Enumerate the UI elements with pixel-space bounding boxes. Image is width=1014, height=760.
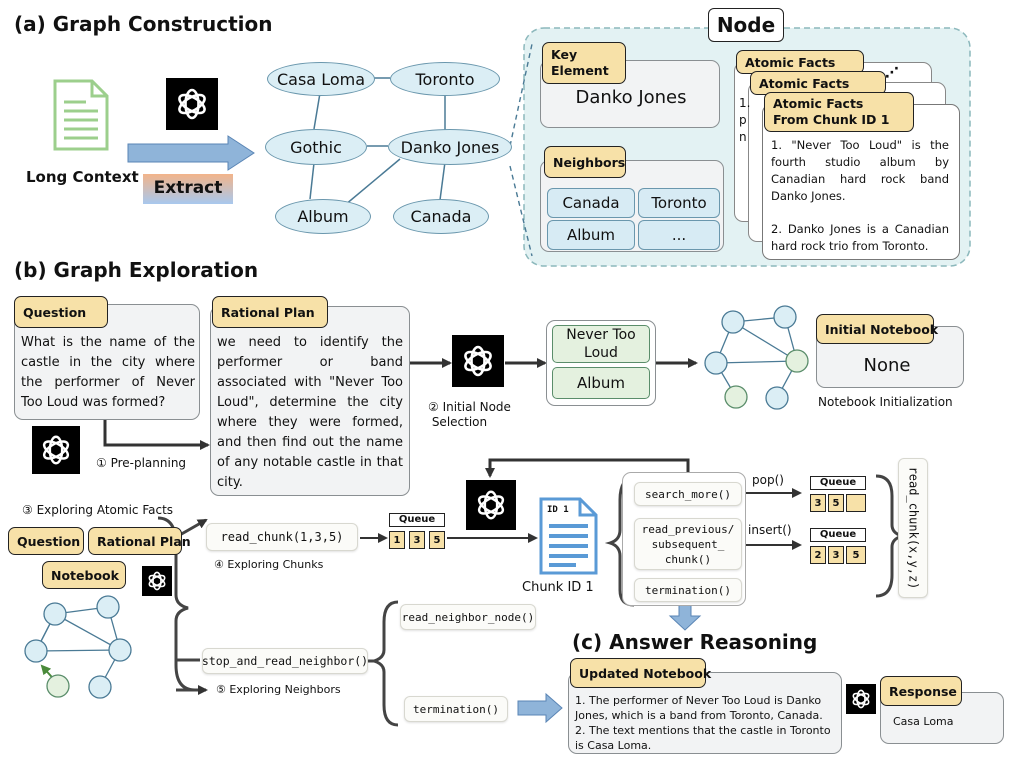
neighbor-canada: Canada [547, 188, 635, 218]
queue3-cell-2: 3 [828, 546, 844, 564]
updated-notebook-text: 1. The performer of Never Too Loud is Da… [575, 694, 831, 752]
rational-plan-text: we need to identify the performer or ban… [217, 335, 403, 490]
key-element-label: Key Element [542, 42, 626, 84]
read-neighbor-node-function: read_neighbor_node() [400, 604, 536, 630]
step-exploring-neighbors: ⑤ Exploring Neighbors [216, 683, 341, 696]
openai-logo-icon [166, 78, 218, 130]
queue2-cell-3 [846, 494, 866, 512]
atomic-facts-card-front: 1. "Never Too Loud" is the fourth studio… [762, 104, 960, 260]
read-chunk-xyz-function: read_chunk(x,y,z) [898, 458, 928, 598]
section-b-title: (b) Graph Exploration [14, 258, 259, 282]
chunk-document-icon [539, 497, 598, 575]
selected-node-never-too-loud: Never Too Loud [552, 325, 650, 363]
read-chunk-function: read_chunk(1,3,5) [206, 523, 358, 551]
queue3-cell-3: 5 [846, 546, 866, 564]
atomic-facts-front-label: Atomic Facts From Chunk ID 1 [764, 92, 914, 132]
selected-node-album: Album [552, 367, 650, 399]
question-text: What is the name of the castle in the ci… [21, 335, 195, 410]
queue1-cell-3: 5 [429, 531, 445, 549]
step-exploring-chunks: ④ Exploring Chunks [214, 558, 324, 571]
atomic-facts-label-middle: Atomic Facts [750, 71, 886, 95]
graph-node-gothic: Gothic [265, 129, 367, 165]
graph-node-danko-jones: Danko Jones [388, 129, 512, 165]
left-graph-nodes [24, 595, 132, 699]
openai-logo-icon [466, 480, 516, 530]
openai-logo-icon [846, 684, 876, 714]
mini-question-tag: Question [8, 527, 84, 555]
read-previous-subsequent-function: read_previous/ subsequent_ chunk() [634, 518, 742, 570]
question-box: What is the name of the castle in the ci… [14, 304, 200, 420]
arrow-icon [127, 135, 255, 171]
stop-and-read-neighbor-function: stop_and_read_neighbor() [202, 648, 368, 674]
updated-notebook-label: Updated Notebook [570, 658, 711, 688]
mini-notebook-tag: Notebook [42, 561, 126, 589]
response-value: Casa Loma [893, 715, 954, 728]
step-initial-node-selection: ② Initial Node Selection [428, 400, 511, 429]
queue-label: Queue [389, 513, 445, 527]
extract-label: Extract [153, 178, 223, 198]
mini-graph-nodes [704, 305, 809, 410]
fact-2: 2. Danko Jones is a Canadian hard rock t… [771, 222, 949, 253]
queue1-cell-1: 1 [389, 531, 405, 549]
neighbor-toronto: Toronto [638, 188, 720, 218]
neighbor-more: ... [638, 220, 720, 250]
section-a-title: (a) Graph Construction [14, 12, 273, 36]
termination-chunk-function: termination() [634, 578, 742, 602]
key-element-value: Danko Jones [575, 87, 687, 108]
openai-logo-icon [32, 426, 80, 474]
long-context-label: Long Context [26, 168, 139, 186]
rational-plan-box: we need to identify the performer or ban… [210, 306, 410, 496]
question-label: Question [14, 296, 108, 328]
queue2-cell-2: 5 [828, 494, 844, 512]
insert-label: insert() [748, 523, 792, 537]
chunk-id-label: Chunk ID 1 [522, 580, 594, 595]
pop-label: pop() [752, 473, 784, 487]
response-label: Response [880, 676, 962, 706]
neighbors-label: Neighbors [544, 146, 626, 178]
queue1-cell-2: 3 [409, 531, 425, 549]
initial-notebook-label: Initial Notebook [816, 314, 938, 344]
initial-notebook-value: None [863, 355, 911, 376]
chunk-doc-tag: ID 1 [547, 505, 569, 515]
atomic-facts-label-back: Atomic Facts [736, 50, 864, 74]
graph-node-toronto: Toronto [390, 62, 500, 96]
step-exploring-atomic-facts: ③ Exploring Atomic Facts [22, 503, 174, 517]
queue-label: Queue [810, 476, 866, 490]
node-title: Node [708, 8, 784, 42]
step-pre-planning: ① Pre-planning [96, 456, 187, 470]
updated-notebook-box: 1. The performer of Never Too Loud is Da… [568, 672, 842, 754]
graph-node-casa-loma: Casa Loma [267, 62, 375, 96]
queue3-cell-1: 2 [810, 546, 826, 564]
fact-1: 1. "Never Too Loud" is the fourth studio… [771, 138, 949, 203]
graph-node-canada: Canada [393, 199, 489, 234]
read-chunk-xyz-label: read_chunk(x,y,z) [906, 466, 921, 590]
graph-node-album: Album [275, 199, 371, 234]
queue-label: Queue [810, 528, 866, 542]
extract-banner [143, 174, 233, 204]
graph-edges [309, 77, 446, 206]
openai-logo-icon [142, 566, 172, 596]
atomic-facts-partial: 1. p n [739, 96, 751, 144]
termination-neighbor-function: termination() [404, 696, 508, 722]
neighbor-album: Album [547, 220, 635, 250]
mini-rational-plan-tag: Rational Plan [88, 527, 191, 555]
openai-logo-icon [452, 335, 504, 387]
queue2-cell-1: 3 [810, 494, 826, 512]
rational-plan-label: Rational Plan [212, 296, 328, 328]
notebook-initialization-caption: Notebook Initialization [818, 395, 953, 409]
document-icon [53, 79, 109, 151]
section-c-title: (c) Answer Reasoning [572, 630, 818, 654]
more-dots: ⋰ [885, 65, 899, 81]
search-more-function: search_more() [634, 482, 742, 506]
